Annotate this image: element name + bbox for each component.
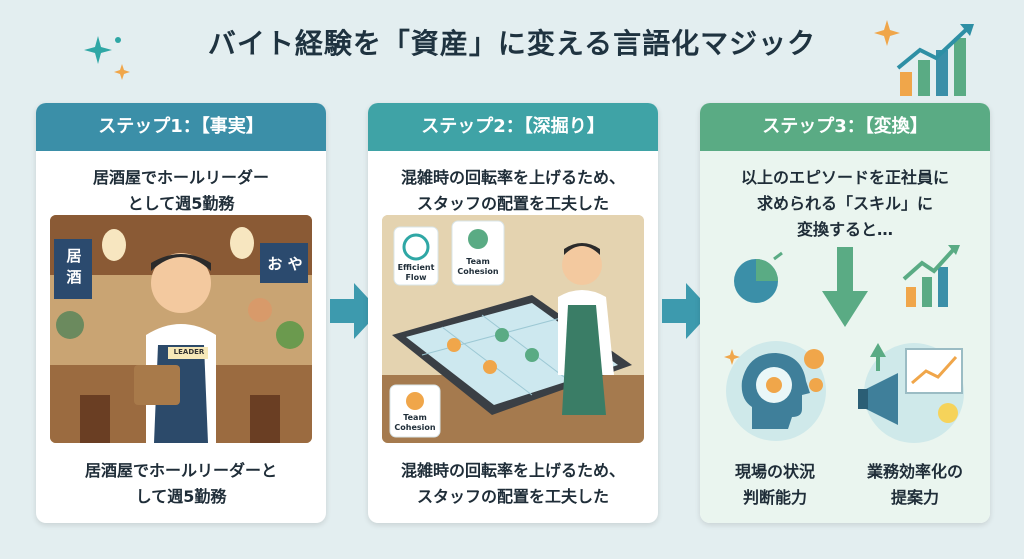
step2-illustration: Efficient Flow Team Cohesion Team Cohesi…	[382, 215, 644, 443]
step2-card: ステップ2：【深掘り】 混雑時の回転率を上げるため、 スタッフの配置を工夫した	[368, 103, 658, 523]
sign-left: 居 酒	[66, 247, 82, 286]
step1-top-line1: 居酒屋でホールリーダー	[92, 168, 269, 187]
step1-bottom-line1: 居酒屋でホールリーダーと	[84, 461, 277, 480]
step2-top-text: 混雑時の回転率を上げるため、 スタッフの配置を工夫した	[368, 165, 658, 217]
step3-top-line1: 以上のエピソードを正社員に	[740, 168, 949, 187]
skill2-line2: 提案力	[890, 488, 939, 507]
skill2-label: 業務効率化の 提案力	[850, 459, 980, 511]
growth-chart-icon	[896, 24, 974, 96]
step2-header: ステップ2：【深掘り】	[368, 103, 658, 151]
icon-label-efficient-flow: Efficient Flow	[397, 263, 435, 282]
skill1-line2: 判断能力	[742, 488, 807, 507]
step2-top-line1: 混雑時の回転率を上げるため、	[400, 168, 625, 187]
bar-chart-icon	[902, 245, 960, 307]
step3-header: ステップ3：【変換】	[700, 103, 990, 151]
skill1-label: 現場の状況 判断能力	[710, 459, 840, 511]
step1-illustration: 居 酒 お や LEADER	[50, 215, 312, 443]
icon-label-team-cohesion: Team Cohesion	[457, 257, 499, 276]
sparkle-icon	[84, 36, 130, 80]
step3-card: ステップ3：【変換】 以上のエピソードを正社員に 求められる「スキル」に 変換す…	[700, 103, 990, 523]
arrow-right-icon	[330, 283, 380, 339]
step1-top-text: 居酒屋でホールリーダー として週5勤務	[36, 165, 326, 217]
head-brain-icon	[724, 341, 826, 441]
sign-right: お や	[267, 255, 303, 273]
page-title: バイト経験を「資産」に変える言語化マジック	[207, 27, 817, 60]
step3-top-text: 以上のエピソードを正社員に 求められる「スキル」に 変換すると…	[700, 165, 990, 243]
skill1-line1: 現場の状況	[734, 462, 815, 481]
megaphone-icon	[858, 343, 964, 443]
step1-card: ステップ1：【事実】 居酒屋でホールリーダー として週5勤務	[36, 103, 326, 523]
step1-bottom-text: 居酒屋でホールリーダーと して週5勤務	[36, 458, 326, 510]
step3-top-line3: 変換すると…	[796, 220, 893, 239]
step1-top-line2: として週5勤務	[127, 194, 235, 213]
leader-badge: LEADER	[173, 348, 205, 356]
step2-bottom-line2: スタッフの配置を工夫した	[416, 487, 609, 506]
step3-top-line2: 求められる「スキル」に	[756, 194, 933, 213]
arrow-right-icon	[662, 283, 712, 339]
step2-top-line2: スタッフの配置を工夫した	[416, 194, 609, 213]
sparkle-icon	[874, 20, 900, 46]
step1-header: ステップ1：【事実】	[36, 103, 326, 151]
step2-bottom-text: 混雑時の回転率を上げるため、 スタッフの配置を工夫した	[368, 458, 658, 510]
skill2-line1: 業務効率化の	[866, 462, 963, 481]
step1-bottom-line2: して週5勤務	[135, 487, 227, 506]
step2-bottom-line1: 混雑時の回転率を上げるため、	[400, 461, 625, 480]
icon-label-team-cohesion-2: Team Cohesion	[394, 413, 436, 432]
arrow-down-icon	[822, 247, 868, 327]
pie-chart-icon	[734, 251, 783, 303]
